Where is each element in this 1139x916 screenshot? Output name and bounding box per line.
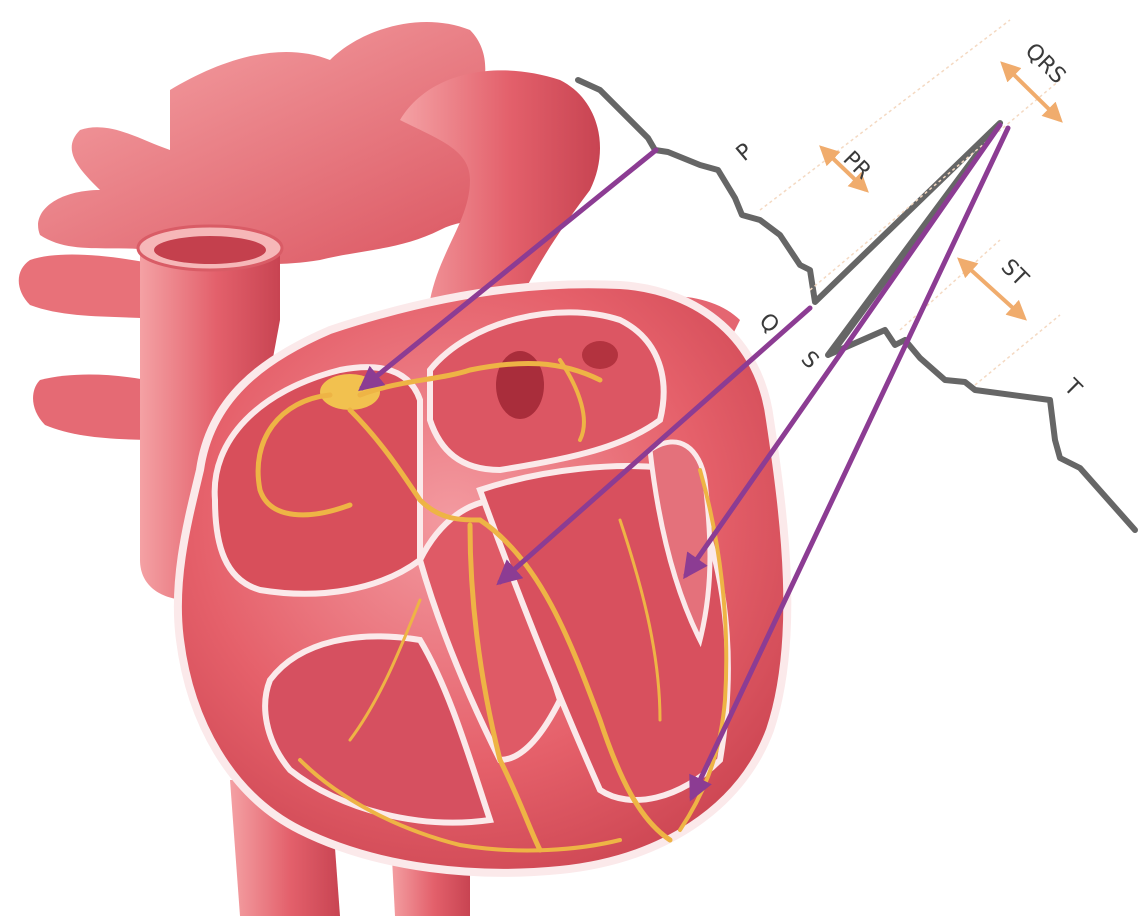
label-t: T (1058, 374, 1086, 402)
label-st: ST (996, 255, 1033, 292)
label-s: S (796, 347, 824, 375)
label-p: P (732, 139, 758, 167)
label-pr: PR (838, 147, 876, 185)
label-qrs: QRS (1020, 39, 1071, 90)
vena-cava-lumen (154, 236, 266, 264)
pulmonary-vein-opening-2 (582, 341, 618, 369)
